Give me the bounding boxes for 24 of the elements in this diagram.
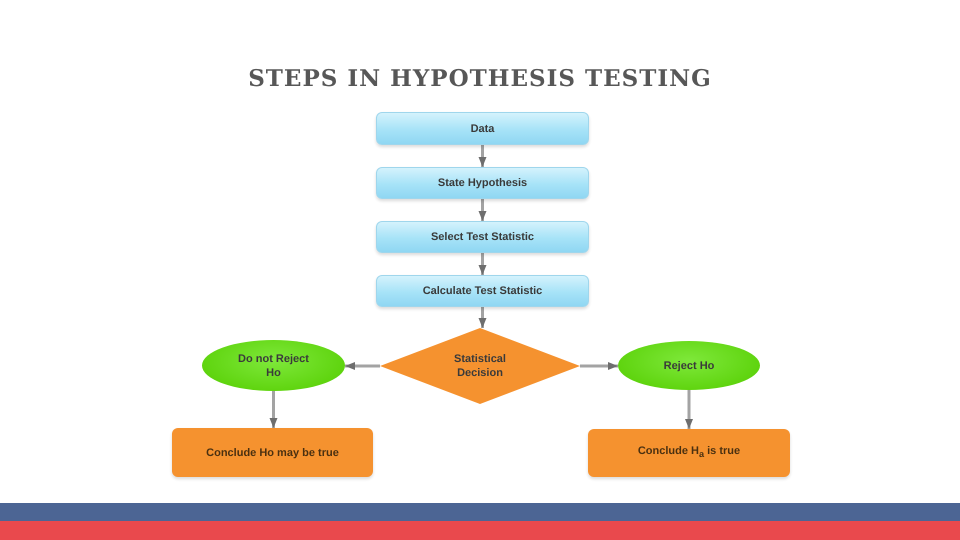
step-label: State Hypothesis — [438, 176, 528, 190]
conclusion-label: Conclude Ho may be true — [206, 446, 339, 460]
conclusion-panel — [172, 428, 373, 477]
outcome-label: Do not Reject Ho — [237, 352, 310, 380]
arrow — [685, 390, 693, 429]
arrow — [478, 145, 486, 167]
arrow — [478, 307, 486, 328]
arrow — [478, 199, 486, 221]
process-box — [376, 167, 589, 199]
conclusion-panel — [588, 429, 790, 477]
outcome-label: Reject Ho — [664, 358, 714, 372]
process-box — [376, 221, 589, 253]
arrow — [478, 253, 486, 275]
step-label: Select Test Statistic — [430, 230, 534, 244]
conclusion-label: Conclude H$_{a}$ is true — [638, 444, 740, 462]
arrow — [345, 362, 380, 370]
process-box — [376, 275, 589, 307]
arrow — [580, 362, 618, 370]
process-box — [376, 112, 589, 145]
step-label: Data — [470, 122, 494, 136]
decision-label: Statistical Decision — [453, 352, 507, 380]
diagram-title: STEPS IN HYPOTHESIS TESTING — [247, 64, 713, 94]
step-label: Calculate Test Statistic — [422, 284, 542, 298]
arrow — [270, 391, 278, 428]
